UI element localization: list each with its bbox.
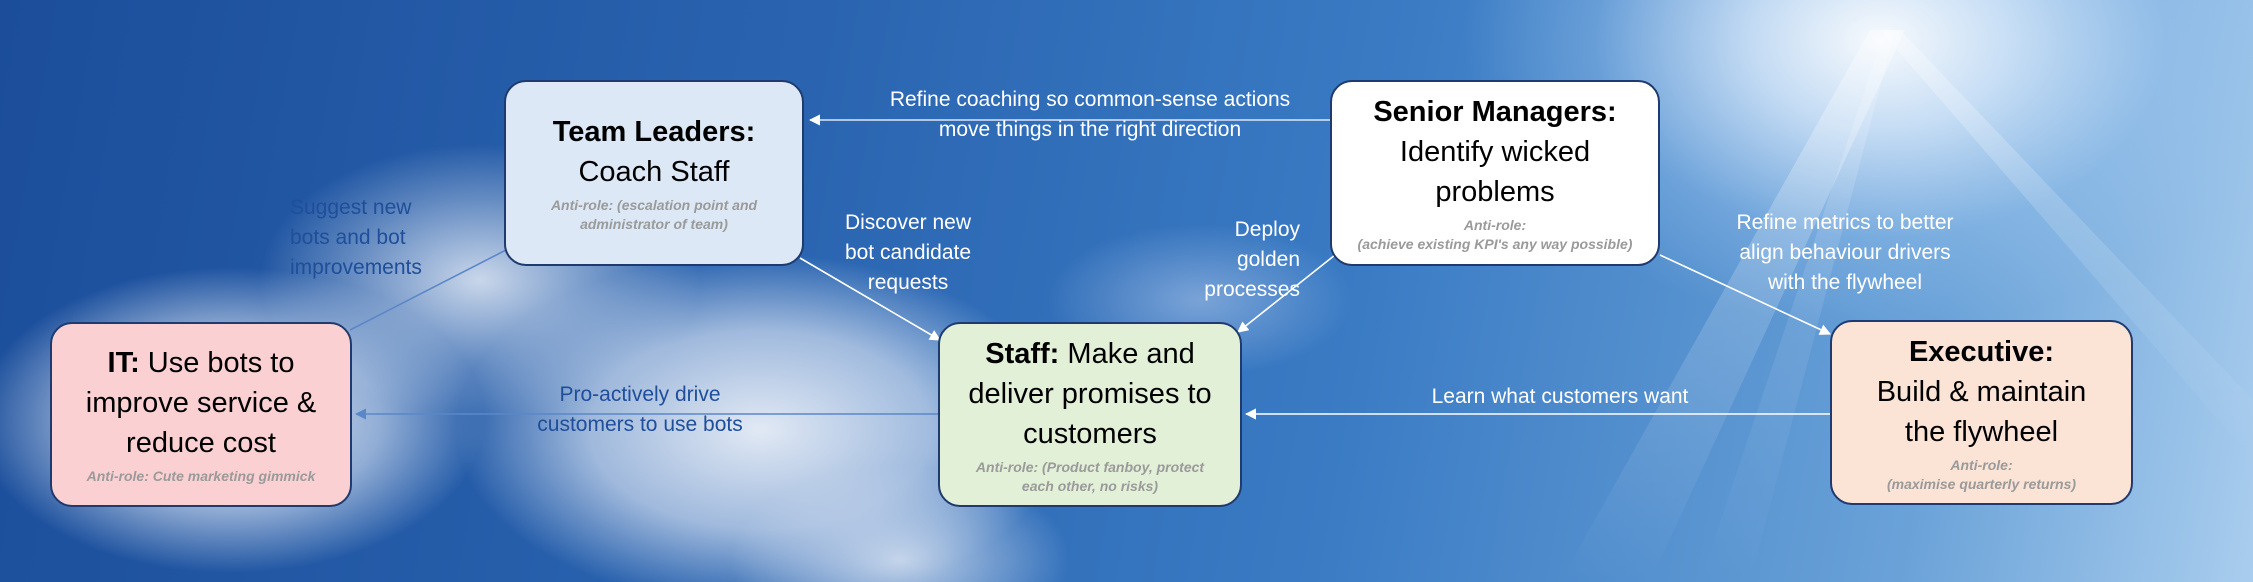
senior-managers-role: Senior Managers:	[1373, 96, 1616, 128]
team-leaders-role: Team Leaders:	[553, 116, 756, 148]
executive-goal: Build & maintain the flywheel	[1867, 372, 2097, 452]
it-anti-role: Anti-role: Cute marketing gimmick	[87, 467, 316, 486]
team-leaders-goal: Coach Staff	[578, 152, 729, 192]
senior-managers-anti-role: (achieve existing KPI's any way possible…	[1358, 235, 1633, 254]
edge-label-learn-customers: Learn what customers want	[1390, 382, 1730, 412]
team-leaders-anti-role: Anti-role: (escalation point and adminis…	[520, 196, 788, 234]
executive-anti-role-label: Anti-role:	[1950, 456, 2012, 475]
edge-label-refine-metrics: Refine metrics to better align behaviour…	[1720, 208, 1970, 298]
edge-label-refine-coaching: Refine coaching so common-sense actions …	[860, 85, 1320, 145]
staff-role: Staff:	[985, 338, 1059, 370]
it-node: IT: Use bots to improve service & reduce…	[50, 322, 352, 507]
senior-managers-anti-role-label: Anti-role:	[1464, 216, 1526, 235]
staff-node: Staff: Make and deliver promises to cust…	[938, 322, 1242, 507]
edge-label-suggest-bots: Suggest new bots and bot improvements	[290, 193, 470, 283]
executive-anti-role: (maximise quarterly returns)	[1887, 475, 2076, 494]
executive-role: Executive:	[1909, 336, 2054, 368]
senior-managers-node: Senior Managers: Identify wicked problem…	[1330, 80, 1660, 266]
team-leaders-node: Team Leaders: Coach Staff Anti-role: (es…	[504, 80, 804, 266]
senior-managers-goal: Identify wicked problems	[1385, 132, 1605, 212]
executive-node: Executive: Build & maintain the flywheel…	[1830, 320, 2133, 505]
it-role: IT:	[108, 347, 140, 379]
edge-label-deploy-processes: Deploy golden processes	[1140, 215, 1300, 305]
edge-label-proactive-drive: Pro-actively drive customers to use bots	[520, 380, 760, 440]
edge-label-discover-requests: Discover new bot candidate requests	[828, 208, 988, 298]
staff-anti-role: Anti-role: (Product fanboy, protect each…	[965, 458, 1215, 496]
